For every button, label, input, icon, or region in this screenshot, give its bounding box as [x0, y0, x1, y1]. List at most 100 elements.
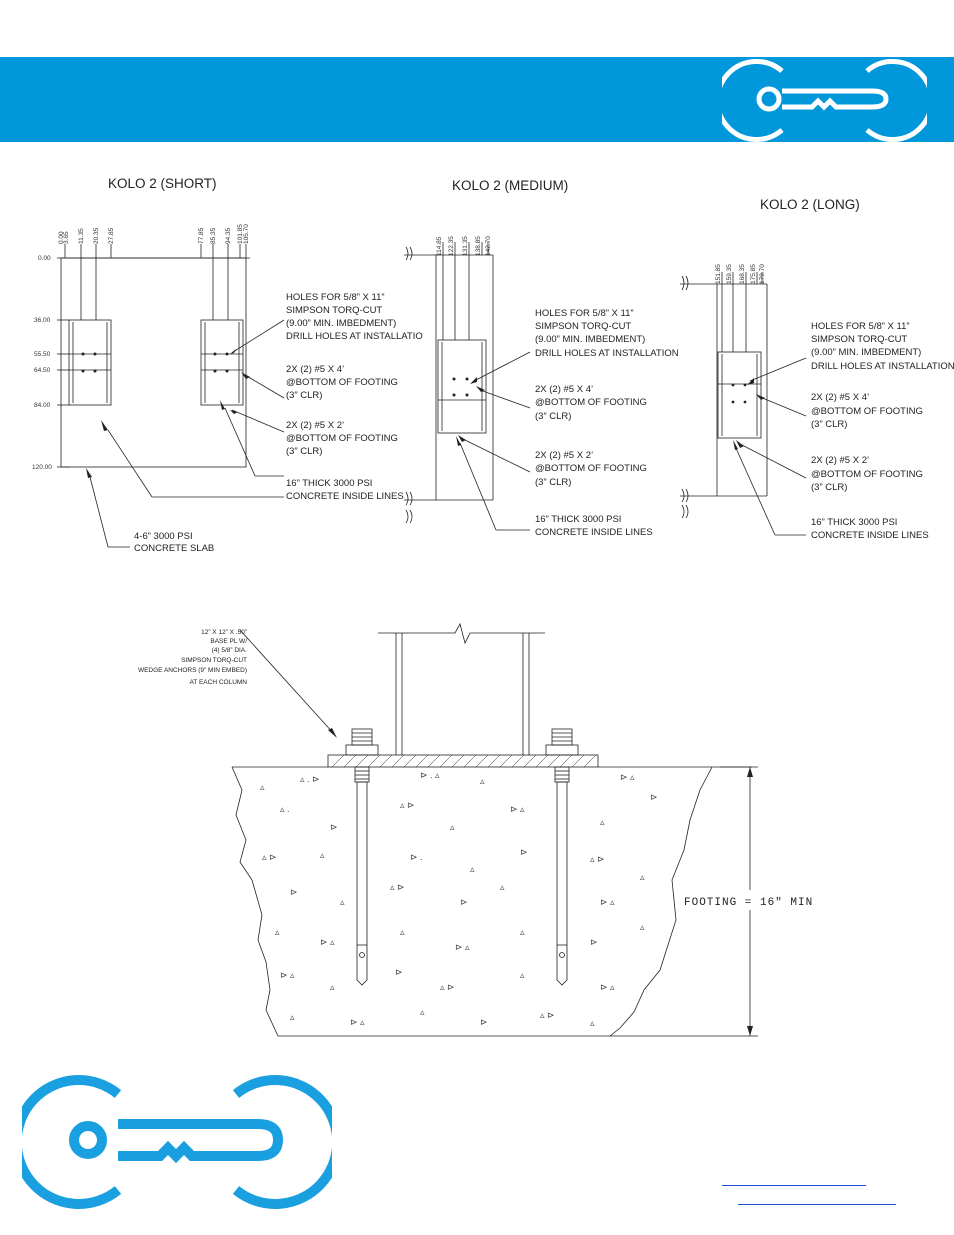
svg-text:▵: ▵: [470, 864, 475, 874]
dim-label: 159.35: [726, 264, 733, 284]
note-line: @BOTTOM OF FOOTING: [286, 433, 398, 444]
svg-text:⊳ ▵: ⊳ ▵: [600, 982, 615, 992]
anchor-bolt-right: [556, 781, 568, 946]
dim-label: 0.00: [58, 231, 65, 244]
svg-text:⊳ ▵: ⊳ ▵: [350, 1017, 365, 1027]
plan-long: [680, 272, 807, 536]
svg-text:▵: ▵: [520, 927, 525, 937]
dim-label: 64.50: [34, 367, 51, 374]
plan-short-notes: HOLES FOR 5/8” X 11” SIMPSON TORQ-CUT (9…: [134, 292, 423, 554]
note-line: CONCRETE INSIDE LINES: [811, 530, 929, 541]
note-line: 12” X 12” X .50”: [201, 629, 247, 636]
svg-text:⊳ .: ⊳ .: [410, 852, 423, 862]
dim-label: 179.70: [759, 264, 766, 284]
note-line: (3” CLR): [286, 390, 322, 401]
note-line: SIMPSON TORQ-CUT: [286, 305, 382, 316]
svg-text:⊳ ▵: ⊳ ▵: [510, 804, 525, 814]
note-line: CONCRETE INSIDE LINES: [535, 527, 653, 538]
svg-text:▵: ▵: [275, 927, 280, 937]
note-line: @BOTTOM OF FOOTING: [811, 469, 923, 480]
note-line: 2X (2) #5 X 4’: [286, 364, 344, 375]
note-line: (4) 5/8” DIA.: [212, 647, 248, 654]
nut-right: [545, 744, 579, 756]
note-line: 16” THICK 3000 PSI: [811, 517, 897, 528]
svg-text:⊳ ▵: ⊳ ▵: [600, 897, 615, 907]
note-line: (3” CLR): [535, 411, 571, 422]
nut-left: [345, 744, 379, 756]
footer-link-underline-1[interactable]: [722, 1185, 866, 1186]
note-line: HOLES FOR 5/8” X 11”: [811, 321, 910, 332]
svg-text:⊳: ⊳: [590, 937, 598, 947]
dim-label: 105.70: [243, 224, 250, 244]
svg-text:▵ . ⊳: ▵ . ⊳: [300, 774, 320, 784]
plan-short: [57, 244, 285, 548]
footing-short-left: [68, 319, 112, 406]
note-line: 16” THICK 3000 PSI: [535, 514, 621, 525]
note-line: SIMPSON TORQ-CUT: [811, 334, 907, 345]
svg-text:⊳: ⊳: [330, 822, 338, 832]
note-line: DRILL HOLES AT INSTALLATION: [535, 348, 679, 359]
svg-text:▵ ⊳: ▵ ⊳: [440, 982, 455, 992]
dim-label: 36.00: [34, 317, 51, 324]
note-line: (9.00” MIN. IMBEDMENT): [811, 347, 921, 358]
footing-long: [717, 351, 762, 439]
anchor-section: [231, 622, 758, 1037]
note-line: DRILL HOLES AT INSTALLATIO: [286, 331, 423, 342]
svg-text:▵: ▵: [600, 817, 605, 827]
anchor-bolt-left: [356, 781, 368, 946]
svg-text:▵ ⊳: ▵ ⊳: [262, 852, 277, 862]
svg-text:▵: ▵: [320, 850, 325, 860]
svg-text:⊳: ⊳: [650, 792, 658, 802]
footing-depth-label: FOOTING = 16" MIN: [684, 897, 813, 909]
note-line: SIMPSON TORQ-CUT: [535, 321, 631, 332]
dim-label: 168.35: [739, 264, 746, 284]
svg-text:⊳ ▵: ⊳ ▵: [320, 937, 335, 947]
footing-short-right: [200, 319, 244, 406]
dim-label: 94.35: [225, 227, 232, 244]
plan-medium-notes: HOLES FOR 5/8” X 11” SIMPSON TORQ-CUT (9…: [535, 308, 679, 538]
note-line: @BOTTOM OF FOOTING: [535, 397, 647, 408]
dim-label: 0.00: [38, 255, 51, 262]
svg-text:⊳ . ▵: ⊳ . ▵: [420, 770, 440, 780]
dim-label: 175.85: [750, 264, 757, 284]
svg-text:⊳ ▵: ⊳ ▵: [620, 772, 635, 782]
plan-long-notes: HOLES FOR 5/8” X 11” SIMPSON TORQ-CUT (9…: [811, 321, 954, 541]
plan-short-outline: [60, 257, 247, 468]
note-line: 2X (2) #5 X 4’: [811, 392, 869, 403]
svg-text:▵ ⊳: ▵ ⊳: [390, 882, 405, 892]
note-line: (9.00” MIN. IMBEDMENT): [286, 318, 396, 329]
note-line: SIMPSON TORQ-CUT: [181, 657, 247, 664]
svg-text:⊳ ▵: ⊳ ▵: [455, 942, 470, 952]
note-line: DRILL HOLES AT INSTALLATION: [811, 361, 954, 372]
note-line: 2X (2) #5 X 2’: [286, 420, 344, 431]
svg-text:⊳: ⊳: [520, 847, 528, 857]
dim-label: 122.35: [448, 236, 455, 256]
kolo-logo-icon: [722, 59, 927, 142]
note-line: (3” CLR): [811, 419, 847, 430]
svg-text:▵: ▵: [290, 1012, 295, 1022]
footer-link-underline-2[interactable]: [738, 1204, 896, 1205]
dim-label: 138.85: [475, 236, 482, 256]
dim-label: 27.85: [108, 227, 115, 244]
kolo-footer-logo-icon: [22, 1075, 332, 1209]
plan-medium-title: KOLO 2 (MEDIUM): [452, 178, 568, 193]
dim-label: 131.35: [462, 236, 469, 256]
plan-medium: [404, 242, 531, 531]
plan-long-top-dims: 151.85 159.35 168.35 175.85 179.70: [715, 264, 766, 284]
svg-text:▵: ▵: [500, 882, 505, 892]
svg-text:▵: ▵: [640, 872, 645, 882]
note-line: (3” CLR): [286, 446, 322, 457]
svg-text:▵: ▵: [330, 982, 335, 992]
plan-medium-top-dims: 114.85 122.35 131.35 138.85 142.70: [436, 236, 492, 256]
dim-label: 120.00: [32, 464, 52, 471]
svg-text:▵: ▵: [420, 1007, 425, 1017]
svg-text:⊳: ⊳: [290, 887, 298, 897]
note-line: 16” THICK 3000 PSI: [286, 478, 372, 489]
dim-label: 77.85: [198, 227, 205, 244]
plan-short-side-dims: 0.00 36.00 55.50 64.50 84.00 120.00: [32, 255, 52, 471]
base-plate: [327, 754, 599, 768]
note-line: 2X (2) #5 X 2’: [535, 450, 593, 461]
dim-label: 3.65: [63, 231, 70, 244]
dim-label: 142.70: [485, 236, 492, 256]
